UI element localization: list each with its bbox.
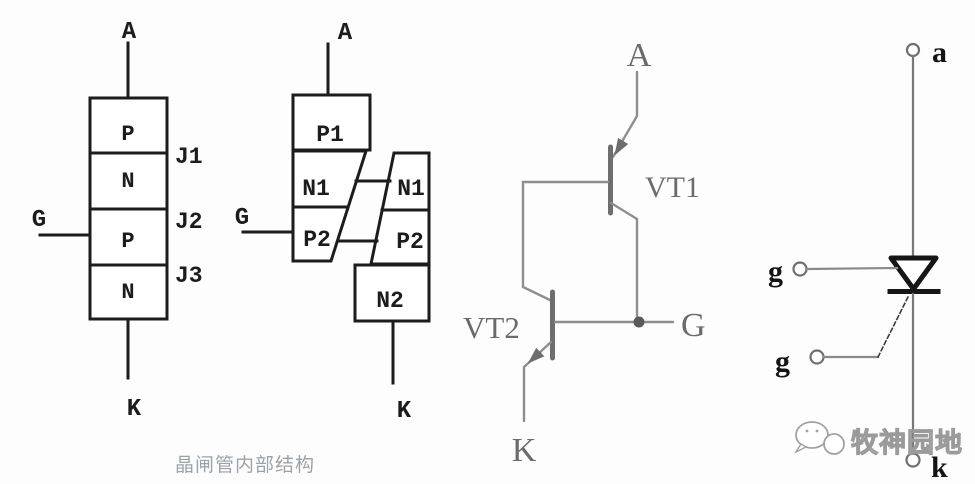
- n2-box: [353, 263, 431, 323]
- anode-label: A: [627, 37, 652, 74]
- figure-caption: 晶闸管内部结构: [175, 450, 315, 477]
- anode-terminal-circle: [905, 42, 921, 58]
- gate-lower-terminal-circle: [809, 349, 825, 365]
- cathode-label: K: [512, 432, 537, 469]
- layer-label: N2: [376, 288, 404, 314]
- junction-label: J3: [175, 263, 203, 289]
- two-transistor-circuit: A VT1 VT2 G K: [463, 37, 706, 469]
- p1-box: [291, 93, 372, 152]
- watermark: 牧神园地: [794, 421, 963, 459]
- wechat-logo-icon: [794, 421, 845, 455]
- cathode-label: k: [931, 451, 948, 484]
- anode-label: A: [122, 19, 137, 46]
- gate-label: G: [32, 207, 46, 234]
- vt1-emitter-arrow-icon: [614, 137, 629, 156]
- split-layer-diagram: A P1 N1 P2 N1 P2 N2 G K: [235, 20, 431, 425]
- cathode-terminal-circle: [905, 452, 921, 468]
- gate-upper-label: g: [768, 255, 783, 288]
- caption-text: 晶闸管内部结构: [175, 455, 316, 476]
- thyristor-symbol: a g g k: [768, 36, 948, 484]
- gate-node-dot: [633, 316, 645, 328]
- layer-label: P: [121, 122, 134, 147]
- anode-label: a: [932, 36, 947, 69]
- thyristor-triangle-icon: [888, 255, 939, 292]
- vt2-label: VT2: [463, 310, 520, 345]
- cathode-label: K: [397, 398, 412, 425]
- watermark-text: 牧神园地: [851, 428, 963, 458]
- vt1-label: VT1: [645, 171, 700, 204]
- gate-upper-terminal-circle: [792, 261, 808, 277]
- layer-label: N: [121, 280, 134, 305]
- gate-lower-dashed-line: [876, 293, 911, 359]
- gate-lower-label: g: [775, 345, 790, 378]
- layer-label: N1: [302, 176, 330, 202]
- junction-label: J2: [175, 209, 203, 235]
- layer-label: N1: [397, 176, 425, 202]
- layer-label: P2: [396, 229, 424, 255]
- layer-label: P: [121, 229, 134, 254]
- layer-label: P1: [316, 122, 344, 148]
- anode-label: A: [338, 20, 353, 47]
- layer-label: N: [121, 169, 134, 194]
- gate-upper-line: [805, 266, 899, 271]
- junction-label: J1: [175, 144, 203, 170]
- vt2-emitter-arrow-icon: [527, 347, 545, 364]
- pnpn-layer-diagram: A P N P N J1 J2 J3 G K: [32, 19, 203, 423]
- cathode-label: K: [127, 396, 142, 423]
- cathode-wire: [522, 340, 553, 423]
- gate-label: G: [235, 205, 249, 232]
- vt1-collector-wire: [609, 201, 639, 320]
- vt1-base-to-vt2-collector-wire: [521, 180, 610, 303]
- layer-label: P2: [303, 227, 331, 253]
- gate-label: G: [681, 307, 706, 344]
